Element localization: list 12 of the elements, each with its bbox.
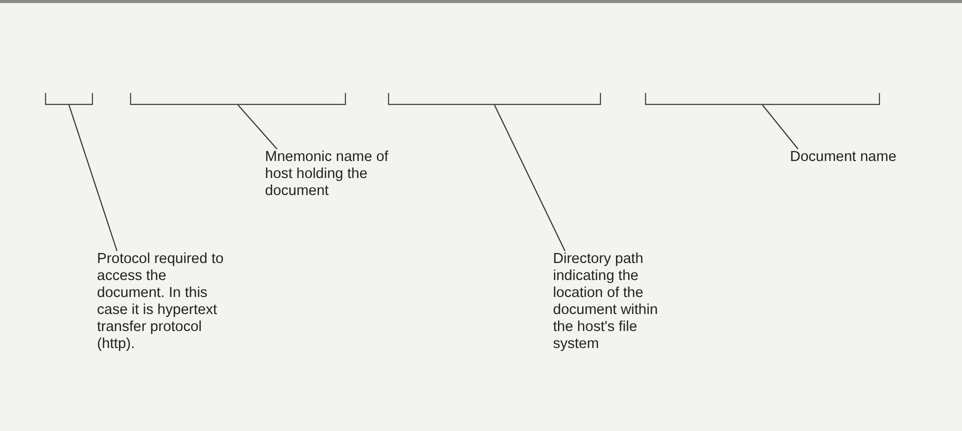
leader-line xyxy=(68,104,118,252)
annotation-text: Document name xyxy=(790,149,930,166)
leader-line xyxy=(238,104,278,150)
annotation-text: Directory path indicating the location of the document within the host's file system xyxy=(553,251,678,353)
bracket xyxy=(388,93,601,105)
annotation-text: Protocol required to access the document. In this case it is hypertext transfer protocol (http). xyxy=(97,251,237,353)
bracket xyxy=(45,93,93,105)
bracket xyxy=(130,93,346,105)
leader-line xyxy=(762,104,798,150)
leader-line xyxy=(494,104,566,252)
annotation-text: Mnemonic name of host holding the document xyxy=(265,149,415,200)
bracket xyxy=(645,93,880,105)
